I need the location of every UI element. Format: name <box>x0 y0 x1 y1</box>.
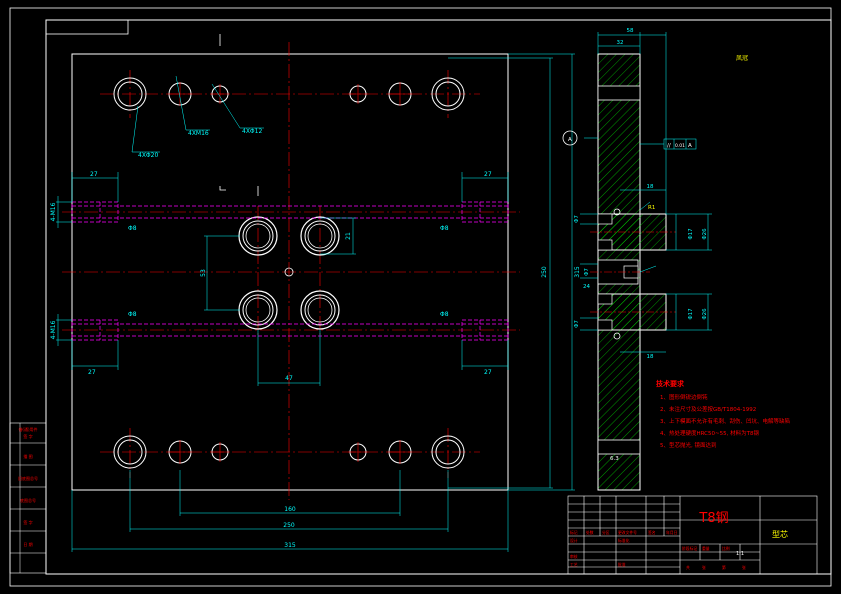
dim-overall-width: 315 <box>284 542 296 549</box>
cooling-channels <box>71 201 509 341</box>
tb-stage-3: 比例 <box>722 546 730 551</box>
dim-small-b: Φ7 <box>584 268 590 276</box>
tb-sheet-4: 张 <box>742 565 746 570</box>
dim-27-tr: 27 <box>484 171 492 178</box>
title-block-labels: 标记 处数 分区 更改文件号 签名 年月日 设计 审核 工艺 标准化 批准 阶段… <box>570 530 746 570</box>
dim-cool-tl: Φ8 <box>128 225 137 232</box>
leader-screw-holes: 4XM16 <box>188 130 209 137</box>
datum-circle <box>562 130 578 146</box>
tb-row-label-5: 签名 <box>648 530 656 535</box>
front-view: 160 250 315 47 315 250 53 21 27 27 27 27… <box>50 34 581 552</box>
dim-base: 6.3 <box>610 456 619 462</box>
tb-row-label-3: 分区 <box>602 530 610 535</box>
dim-cavity-dia: 21 <box>345 232 352 240</box>
tb-sheet-3: 第 <box>722 565 726 570</box>
side-cell-4: 旧底图总号 <box>18 475 38 481</box>
dim-cool-tr: Φ8 <box>440 225 449 232</box>
tb-row-label-4: 更改文件号 <box>618 530 637 535</box>
tech-item-2: 2、未注尺寸及公差按GB/T1804-1992 <box>660 405 756 413</box>
dim-radius: R1 <box>648 205 655 211</box>
front-centerlines <box>62 42 520 500</box>
tb-design-3: 工艺 <box>570 562 578 567</box>
dim-inner-height: 250 <box>541 266 548 278</box>
tb-row-label-2: 处数 <box>586 530 594 535</box>
side-cell-3: 描 图 <box>23 453 32 459</box>
side-view: 58 32 18 18 Φ17 Φ26 Φ17 Φ26 Φ7 Φ7 Φ7 24 … <box>562 28 712 491</box>
dim-step1: 18 <box>647 184 654 190</box>
leader-pin-holes: 4XΦ12 <box>242 128 262 135</box>
dim-boss-top2: Φ26 <box>702 228 708 240</box>
dim-overall-height: 315 <box>574 266 581 278</box>
side-dimension-lines <box>580 32 712 353</box>
scale-value: 1:1 <box>736 551 744 557</box>
drawing-frame <box>9 7 832 587</box>
tech-item-1: 1、图形倒锐边倒钝 <box>660 393 708 401</box>
material-label: T8钢 <box>698 511 728 526</box>
tech-item-3: 3、上下模面不允许有毛刺、刮伤、凹坑、电解等缺陷 <box>660 417 790 425</box>
leader-guide-holes: 4XΦ20 <box>138 152 158 159</box>
gdt-tolerance: 0.01 <box>675 143 685 149</box>
gdt-symbol: // <box>667 143 671 149</box>
dim-boss-bot2: Φ26 <box>702 308 708 320</box>
dim-27-tl: 27 <box>90 171 98 178</box>
dim-total-thickness: 58 <box>627 28 634 34</box>
tb-sheet-2: 张 <box>702 565 706 570</box>
dim-core-thickness: 32 <box>617 40 624 46</box>
tech-title: 技术要求 <box>656 379 685 388</box>
dim-cool-bl: Φ8 <box>128 311 137 318</box>
part-name: 型芯 <box>772 529 788 539</box>
tb-design-1: 设计 <box>570 538 578 543</box>
dim-thread-bottom: 4-M16 <box>50 320 57 339</box>
side-cell-2: 签 字 <box>23 433 32 439</box>
tb-stage-1: 阶段标记 <box>682 546 697 551</box>
dim-27-br: 27 <box>484 369 492 376</box>
side-cell-1: 借(通)用件 <box>18 426 37 432</box>
side-cell-7: 日 期 <box>23 541 32 547</box>
side-cell-5: 底图总号 <box>20 497 36 503</box>
dim-step2: 18 <box>647 354 654 360</box>
tb-design-2: 审核 <box>570 554 578 559</box>
dim-depth: 24 <box>583 284 590 290</box>
corner-mark: 凤冠 <box>736 55 748 62</box>
tb-sheet-1: 共 <box>686 565 690 570</box>
front-dimension-lines <box>56 53 575 552</box>
dim-27-bl: 27 <box>88 369 96 376</box>
title-block: T8钢 型芯 1:1 标记 处数 分区 更改文件号 签名 年月日 设计 审核 工… <box>567 495 818 575</box>
dim-cavity-pitch: 47 <box>285 375 293 382</box>
dim-small-a: Φ7 <box>574 215 580 223</box>
dim-bolt-spacing: 160 <box>284 506 296 513</box>
gdt-datum: A <box>688 143 692 149</box>
datum-label: A <box>568 137 572 143</box>
front-ticks <box>219 34 259 196</box>
dim-inner-width: 250 <box>283 522 295 529</box>
tech-requirements: 技术要求 1、图形倒锐边倒钝 2、未注尺寸及公差按GB/T1804-1992 3… <box>656 379 790 449</box>
dim-boss-bot: Φ17 <box>688 308 694 320</box>
tb-row-label-1: 标记 <box>570 530 578 535</box>
tb-design-4: 标准化 <box>618 538 630 543</box>
left-side-table: 借(通)用件 签 字 描 图 旧底图总号 底图总号 签 字 日 期 <box>9 422 47 574</box>
side-cell-6: 签 字 <box>23 519 32 525</box>
dim-small-c: Φ7 <box>574 320 580 328</box>
dim-cavity-vpitch: 53 <box>200 269 207 277</box>
side-dim-texts: 58 32 18 18 Φ17 Φ26 Φ17 Φ26 Φ7 Φ7 Φ7 24 … <box>568 28 708 462</box>
tb-row-label-6: 年月日 <box>666 530 678 535</box>
inner-border <box>45 19 832 575</box>
tech-item-5: 5、型芯抛光, 镜面达到 <box>660 441 717 449</box>
tech-item-4: 4、热处理硬度HRC50~55, 材料为T8钢 <box>660 429 759 437</box>
dim-boss-top: Φ17 <box>688 228 694 240</box>
tb-stage-2: 重量 <box>702 546 710 551</box>
front-dim-texts: 160 250 315 47 315 250 53 21 27 27 27 27… <box>50 128 581 549</box>
code-box <box>45 19 129 35</box>
hole-center-marks <box>168 82 412 464</box>
tb-design-5: 批准 <box>618 562 626 567</box>
dim-cool-br: Φ8 <box>440 311 449 318</box>
dim-thread-top: 4-M16 <box>50 202 57 221</box>
